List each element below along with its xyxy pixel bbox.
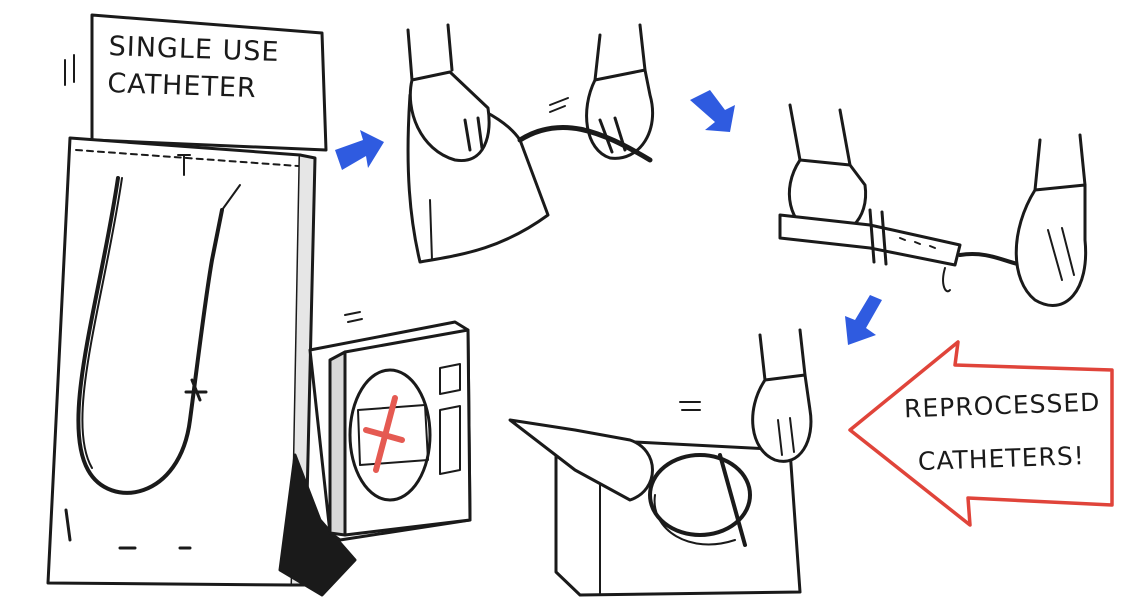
single-use-line2: CATHETER [107,68,279,105]
arrow-step-3-icon [845,295,882,345]
single-use-line1: SINGLE USE [108,31,280,68]
hands-wiping-catheter [408,25,653,262]
arrow-step-2-icon [690,90,735,132]
reprocessed-catheters-label: REPROCESSED CATHETERS! [904,389,1103,477]
single-use-catheter-label: SINGLE USE CATHETER [107,31,280,105]
hands-sterile-field [510,330,811,595]
reprocessed-line1: REPROCESSED [904,388,1101,424]
hands-flushing-syringe [780,105,1086,305]
arrow-step-1-icon [335,130,384,170]
